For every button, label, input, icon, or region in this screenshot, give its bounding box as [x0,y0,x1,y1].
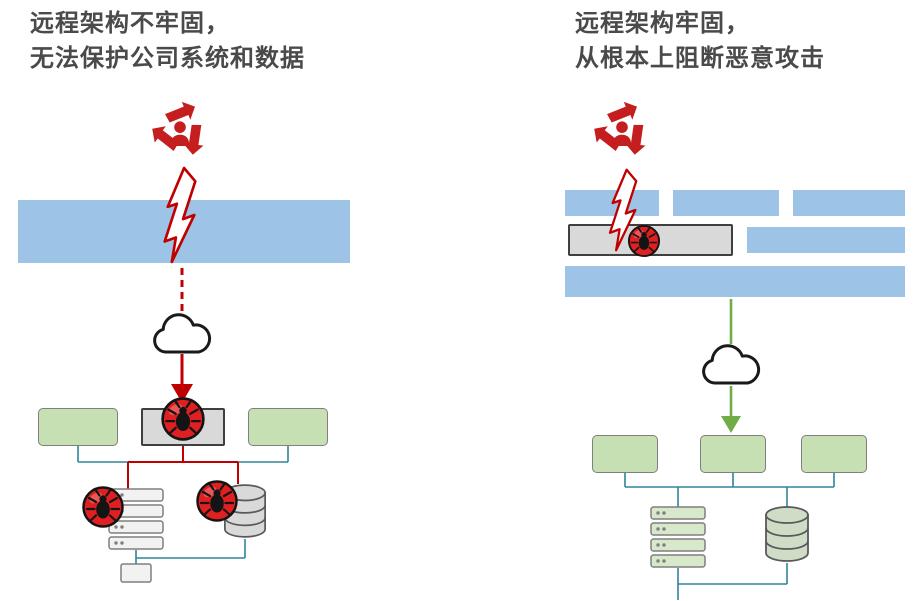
threat-actor-icon [150,100,210,160]
infection-spread-lines [127,446,239,492]
left-small-device-box [120,563,152,583]
malware-bug-icon [627,224,661,258]
right-network-lines [624,473,835,508]
barrier-segment-mid-right [747,227,905,253]
barrier-segment-top-3 [793,190,905,216]
right-bottom-bracket-lines [677,563,788,600]
malware-bug-icon [195,479,239,523]
right-connector-lines [624,299,835,600]
database-icon [763,505,811,563]
left-title-line2: 无法保护公司系统和数据 [30,44,305,72]
left-connector-lines [77,268,289,583]
cloud-icon [698,342,764,388]
malware-bug-icon [81,485,125,529]
cloud-icon [149,311,215,357]
left-title-line1: 远程架构不牢固， [30,9,230,37]
endpoint-box-right-2 [700,435,766,473]
endpoint-box-right-1 [592,435,658,473]
right-title: 远程架构牢固， 从根本上阻断恶意攻击 [575,6,825,76]
right-flow-arrowhead [721,416,741,433]
server-rack-icon [650,506,706,568]
right-title-line1: 远程架构牢固， [575,9,750,37]
malware-bug-icon [160,396,206,442]
lightning-bolt-icon [160,166,202,264]
left-bottom-bracket-lines [135,539,246,564]
endpoint-box-left-1 [38,408,118,446]
barrier-segment-top-2 [673,190,779,216]
left-title: 远程架构不牢固， 无法保护公司系统和数据 [30,6,305,76]
left-attack-arrowhead [171,384,193,403]
threat-actor-icon [592,100,652,160]
endpoint-box-left-2 [248,408,328,446]
endpoint-box-right-3 [801,435,867,473]
right-title-line2: 从根本上阻断恶意攻击 [575,44,825,72]
barrier-bottom-bar [565,266,905,297]
